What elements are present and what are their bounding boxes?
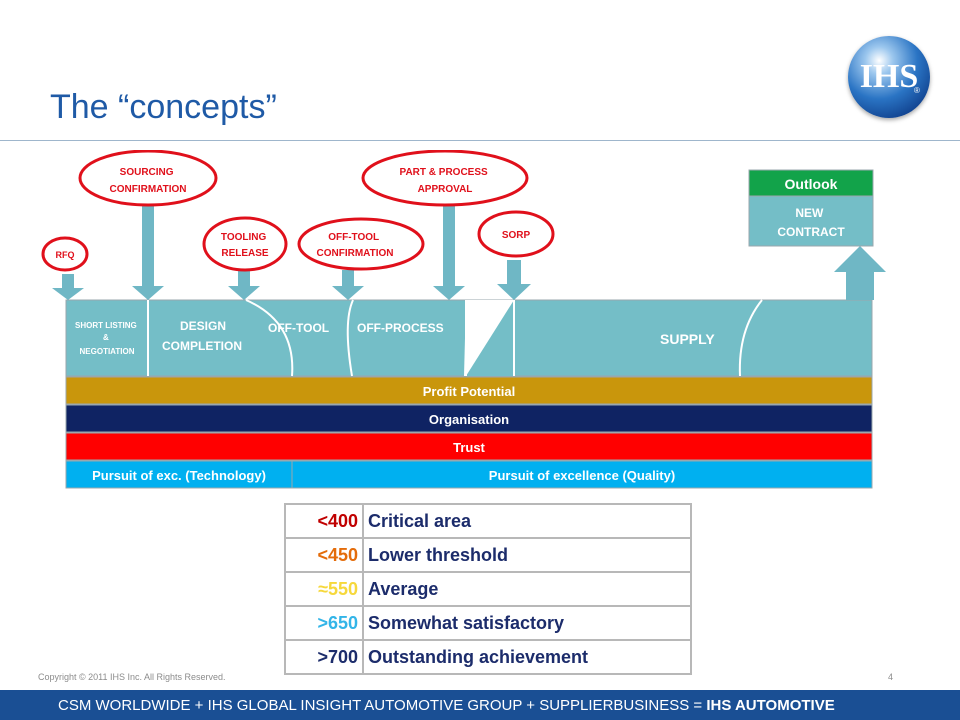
rfq-milestone (41, 236, 89, 272)
sourcing-label: SOURCING CONFIRMATION (109, 167, 186, 195)
phase-divider (245, 299, 294, 377)
sorp-milestone (477, 210, 555, 258)
phase-design-completion: DESIGN COMPLETION (162, 319, 242, 353)
rfq-arrow (52, 274, 84, 300)
phase-supply: SUPPLY (660, 331, 715, 347)
score-label: Critical area (362, 503, 692, 539)
phase-off-tool: OFF-TOOL (268, 321, 329, 335)
score-label: Average (362, 571, 692, 607)
concepts-diagram: SHORT LISTING & NEGOTIATION DESIGN COMPL… (41, 150, 886, 489)
ppap-label: PART & PROCESS APPROVAL (400, 167, 491, 195)
profit-label: Profit Potential (423, 384, 515, 399)
outlook-title: Outlook (785, 176, 838, 192)
phase-ramp (466, 300, 514, 376)
quality-band (291, 460, 873, 489)
offtool-label: OFF-TOOL CONFIRMATION (316, 232, 393, 259)
phase-off-process: OFF-PROCESS (357, 321, 444, 335)
sourcing-arrow (132, 203, 164, 300)
technology-label: Pursuit of exc. (Technology) (92, 468, 266, 483)
copyright-text: Copyright © 2011 IHS Inc. All Rights Res… (38, 672, 226, 682)
phase-divider (346, 299, 354, 377)
sorp-arrow (497, 260, 531, 300)
tooling-arrow (228, 270, 260, 300)
title-divider (0, 140, 960, 141)
technology-band (65, 460, 293, 489)
score-value: >650 (284, 605, 364, 641)
rfq-label: RFQ (56, 250, 75, 260)
logo-registered-mark: ® (914, 86, 920, 95)
tooling-label: TOOLING RELEASE (221, 232, 269, 259)
score-value: <400 (284, 503, 364, 539)
table-row: >650 Somewhat satisfactory (284, 605, 692, 641)
ppap-milestone (361, 150, 529, 207)
trust-band (65, 432, 873, 461)
score-value: ≈550 (284, 571, 364, 607)
offtool-arrow (332, 270, 364, 300)
score-legend-table: <400 Critical area <450 Lower threshold … (284, 503, 692, 675)
footer-brand: IHS AUTOMOTIVE (706, 697, 835, 714)
quality-label: Pursuit of excellence (Quality) (489, 468, 675, 483)
outlook-text: NEW CONTRACT (777, 206, 845, 239)
outlook-arrow (834, 246, 886, 300)
logo-text: IHS (859, 58, 919, 95)
outlook-body (748, 195, 874, 247)
score-label: Outstanding achievement (362, 639, 692, 675)
phase-divider (738, 299, 763, 377)
footer-prefix: CSM WORLDWIDE + IHS GLOBAL INSIGHT AUTOM… (58, 697, 707, 714)
organisation-label: Organisation (429, 412, 509, 427)
table-row: >700 Outstanding achievement (284, 639, 692, 675)
footer-text: CSM WORLDWIDE + IHS GLOBAL INSIGHT AUTOM… (58, 697, 835, 714)
offtool-milestone (297, 217, 425, 271)
score-value: <450 (284, 537, 364, 573)
table-row: <450 Lower threshold (284, 537, 692, 573)
score-label: Somewhat satisfactory (362, 605, 692, 641)
sorp-label: SORP (502, 230, 531, 241)
sourcing-milestone (78, 150, 218, 207)
table-row: <400 Critical area (284, 503, 692, 539)
page-number: 4 (888, 672, 894, 682)
ihs-logo: IHS ® (848, 36, 930, 118)
ppap-arrow (433, 203, 465, 300)
tooling-milestone (202, 216, 288, 272)
score-value: >700 (284, 639, 364, 675)
phase-shortlisting: SHORT LISTING & NEGOTIATION (75, 321, 139, 356)
page-title: The “concepts” (50, 88, 277, 126)
table-row: ≈550 Average (284, 571, 692, 607)
score-label: Lower threshold (362, 537, 692, 573)
trust-label: Trust (453, 440, 485, 455)
profit-band (65, 376, 873, 405)
organisation-band (65, 404, 873, 433)
footer-banner: CSM WORLDWIDE + IHS GLOBAL INSIGHT AUTOM… (0, 690, 960, 720)
